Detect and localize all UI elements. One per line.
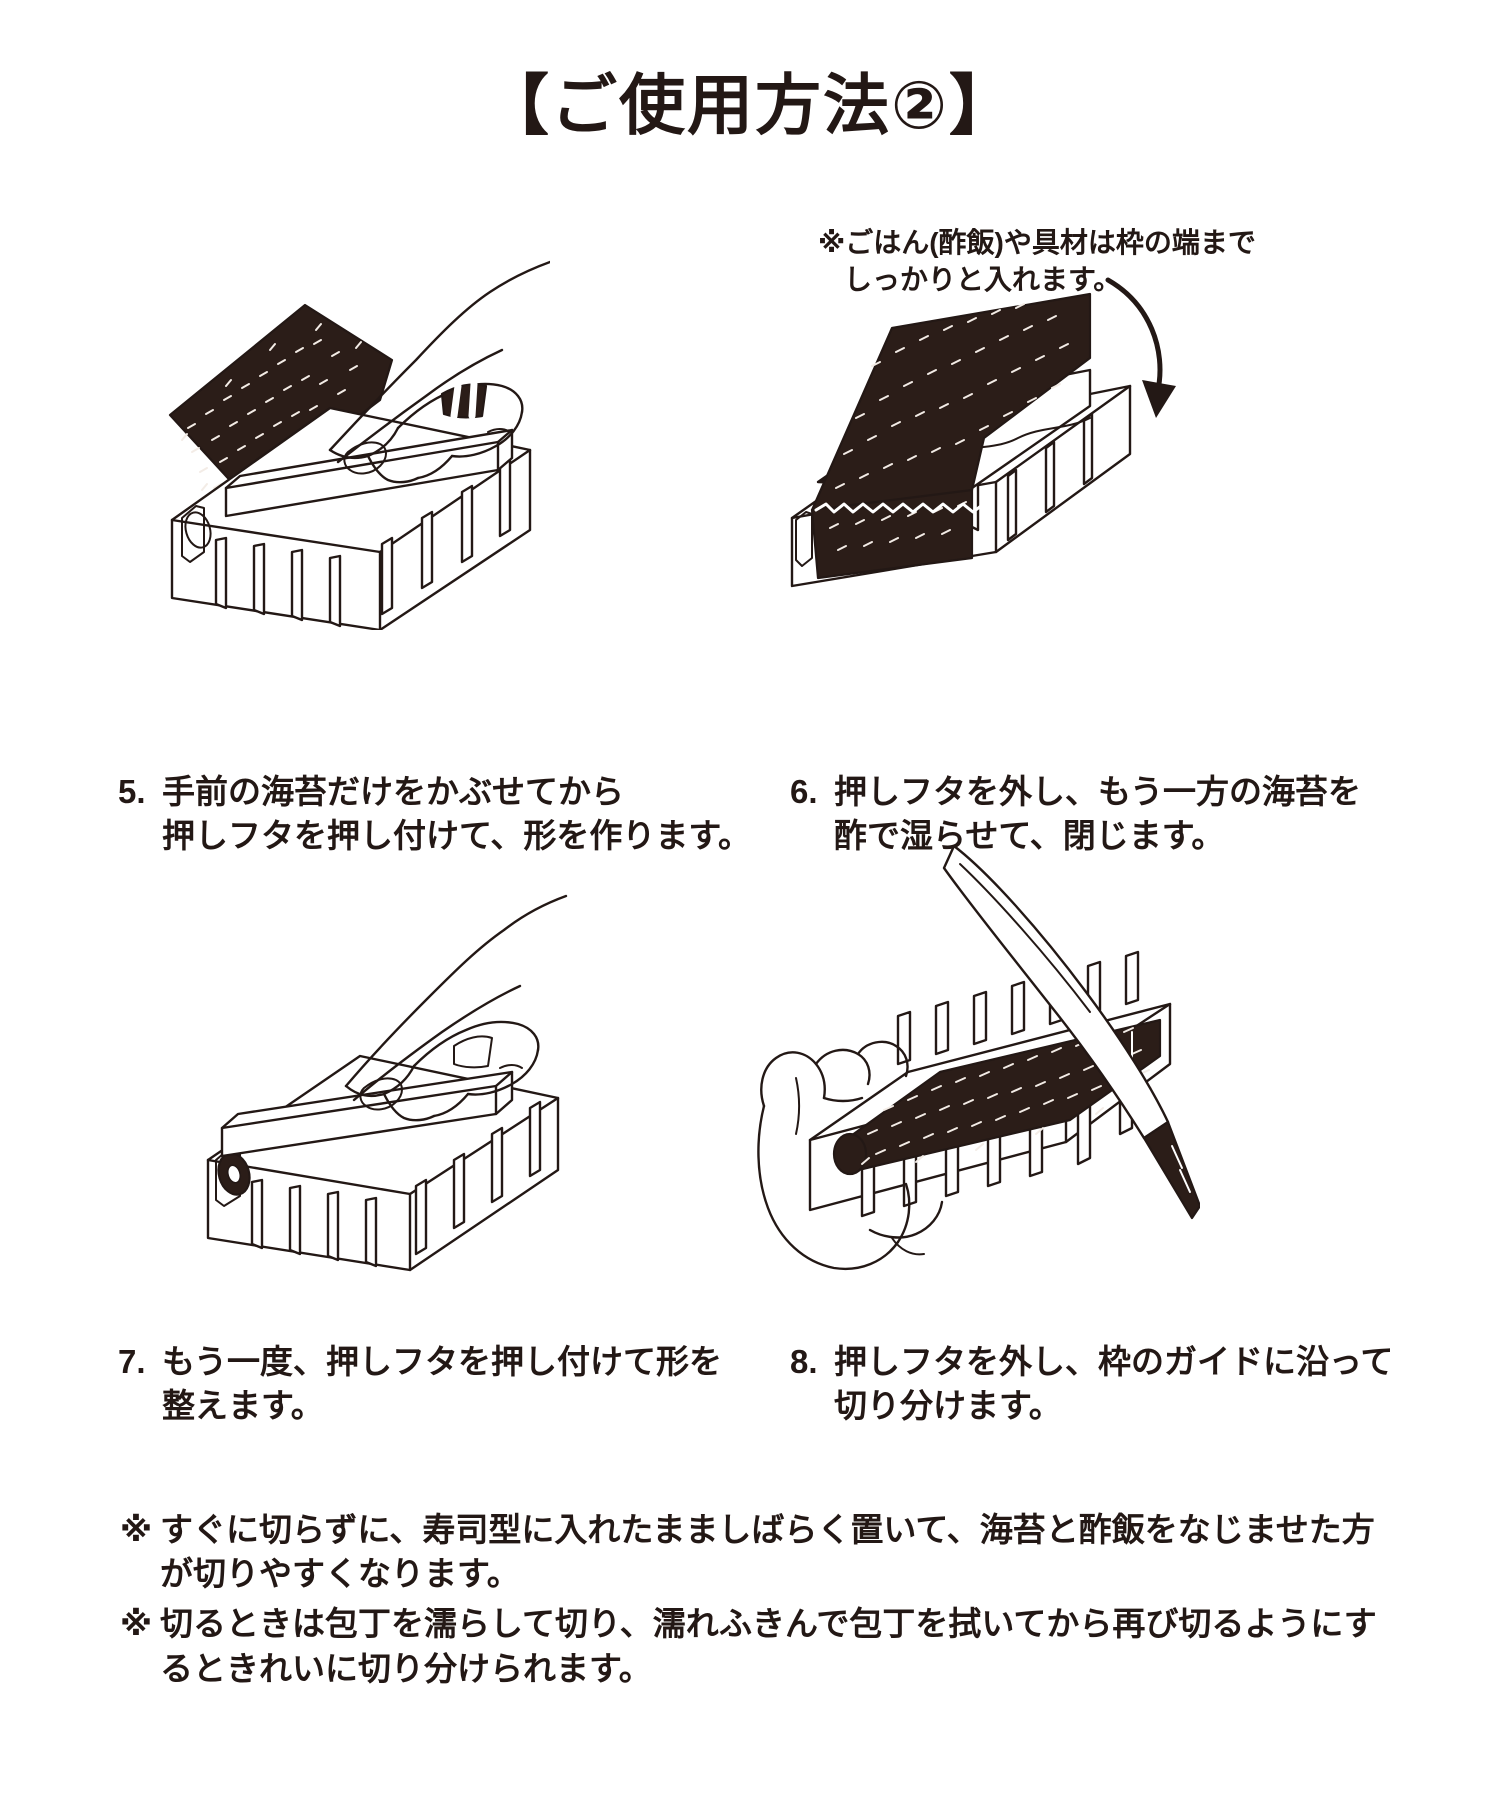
step-8-line2: 切り分けます。 [834, 1386, 1062, 1424]
footnote-1-line2: が切りやすくなります。 [160, 1555, 520, 1593]
top-note-line1: ※ごはん(酢飯)や具材は枠の端まで [818, 227, 1256, 258]
footnote-2-line2: るときれいに切り分けられます。 [160, 1649, 652, 1687]
step-8-line1: 押しフタを外し、枠のガイドに沿って [834, 1343, 1394, 1380]
step-number-8: 8. [790, 1343, 818, 1380]
footnote-1-line1: すぐに切らずに、寿司型に入れたまましばらく置いて、海苔と酢飯をなじませた方 [160, 1511, 1375, 1548]
knife-icon [942, 844, 1200, 1220]
step-5-line2: 押しフタを押し付けて、形を作ります。 [162, 816, 752, 854]
hand-icon [344, 894, 568, 1122]
footnote-2: ※ 切るときは包丁を濡らして切り、濡れふきんで包丁を拭いてから再び切るようにす … [120, 1602, 1410, 1690]
caption-step-7: 7. もう一度、押しフタを押し付けて形を 整えます。 [118, 1340, 722, 1427]
press-lid-icon [220, 1070, 514, 1158]
hand-icon [328, 260, 550, 484]
footnote-1-mark: ※ [120, 1511, 153, 1548]
step-number-6: 6. [790, 773, 818, 810]
footnote-1: ※ すぐに切らずに、寿司型に入れたまましばらく置いて、海苔と酢飯をなじませた方 … [120, 1508, 1410, 1596]
fold-arrow-icon [1105, 277, 1176, 418]
step-6-line2: 酢で湿らせて、閉じます。 [834, 816, 1225, 854]
page-title: 【ご使用方法②】 [483, 68, 1017, 142]
footnote-2-mark: ※ [120, 1605, 153, 1643]
caption-step-5: 5. 手前の海苔だけをかぶせてから 押しフタを押し付けて、形を作ります。 [118, 770, 751, 857]
step-7-line2: 整えます。 [162, 1386, 324, 1424]
footnote-2-line1: 切るときは包丁を濡らして切り、濡れふきんで包丁を拭いてから再び切るようにす [160, 1605, 1377, 1643]
caption-step-6: 6. 押しフタを外し、もう一方の海苔を 酢で湿らせて、閉じます。 [790, 770, 1361, 857]
illustration-step-7 [160, 860, 580, 1280]
top-note: ※ごはん(酢飯)や具材は枠の端まで しっかりと入れます。 [818, 224, 1256, 298]
footnotes: ※ すぐに切らずに、寿司型に入れたまましばらく置いて、海苔と酢飯をなじませた方 … [120, 1508, 1410, 1697]
illustration-step-5 [130, 200, 550, 630]
illustration-step-8 [740, 820, 1200, 1290]
step-7-line1: もう一度、押しフタを押し付けて形を [162, 1343, 723, 1380]
step-number-5: 5. [118, 773, 146, 810]
step-6-line1: 押しフタを外し、もう一方の海苔を [834, 773, 1362, 810]
step-number-7: 7. [118, 1343, 146, 1380]
nori-sheet-icon [810, 292, 1092, 580]
top-note-line2: しっかりと入れます。 [844, 264, 1122, 296]
caption-step-8: 8. 押しフタを外し、枠のガイドに沿って 切り分けます。 [790, 1340, 1393, 1427]
step-5-line1: 手前の海苔だけをかぶせてから [162, 773, 624, 810]
illustration-step-6 [760, 238, 1180, 630]
hand-icon [757, 1040, 944, 1271]
